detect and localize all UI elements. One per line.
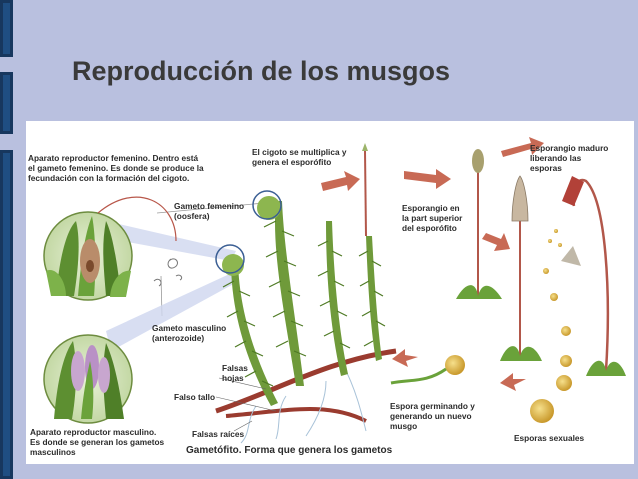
female-curve-connector (97, 196, 177, 242)
label-zygote: El cigoto se multiplica y genera el espo… (252, 147, 347, 167)
label-sporangium-top: Esporangio en la part superior del espor… (402, 203, 463, 233)
female-apparatus-circle (43, 211, 133, 301)
left-accent-bar-middle (0, 72, 13, 134)
cycle-arrows (321, 137, 544, 391)
sporophyte-stage-1 (456, 149, 502, 299)
label-spore-germinating: Espora germinando y generando un nuevo m… (390, 401, 475, 431)
left-accent-bar-bottom (0, 150, 13, 479)
sporophyte-stage-3 (561, 176, 626, 376)
label-sexual-spores: Esporas sexuales (514, 433, 585, 443)
female-gamete-circle (252, 190, 282, 220)
label-female-apparatus: Aparato reproductor femenino. Dentro est… (28, 153, 204, 183)
label-male-gamete: Gameto masculino (anterozoide) (152, 323, 227, 343)
label-mature-sporangium: Esporangio maduro liberando las esporas (530, 143, 609, 173)
label-gametophyte: Gametófito. Forma que genera los gametos (186, 445, 393, 456)
slide-title: Reproducción de los musgos (72, 56, 451, 86)
label-false-roots: Falsas raíces (192, 429, 245, 439)
diagram-illustration (43, 137, 626, 444)
label-false-stem: Falso tallo (174, 392, 216, 402)
moss-reproduction-diagram: Aparato reproductor femenino. Dentro est… (26, 121, 634, 464)
left-accent-bar-top (0, 0, 13, 57)
label-false-leaves: Falsas hojas (222, 363, 248, 383)
male-gamete-circle (215, 244, 245, 274)
label-leaders (215, 377, 277, 432)
zoom-wedges (106, 221, 239, 351)
sporophyte-stage-2 (500, 175, 542, 361)
male-apparatus-circle (43, 334, 133, 424)
label-female-gamete: Gameto femenino (oosfera) (174, 201, 245, 221)
anterozoid-icon (153, 258, 183, 287)
released-spores (530, 229, 572, 423)
young-sporophyte (362, 143, 368, 237)
label-male-apparatus: Aparato reproductor masculino. Es donde … (30, 427, 165, 457)
germinating-spore (390, 355, 465, 385)
moss-leaf-texture (222, 220, 386, 387)
